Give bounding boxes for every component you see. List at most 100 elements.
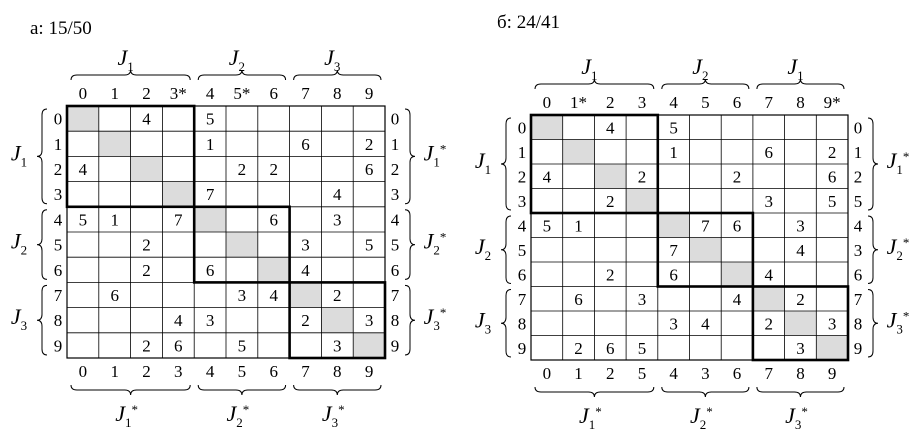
row-index-left: 7 [54, 286, 63, 305]
column-index-top: 6 [733, 93, 742, 112]
column-index-top: 7 [765, 93, 774, 112]
cell-value: 6 [269, 210, 278, 229]
diagonal-block-outline [751, 285, 850, 362]
diagonal-block-outline [288, 281, 387, 360]
cell-value: 2 [796, 290, 805, 309]
row-index-right: 3 [391, 185, 400, 204]
row-index-left: 6 [54, 261, 63, 280]
group-label-right: J3* [424, 304, 447, 333]
row-index-left: 4 [54, 210, 63, 229]
cell-value: 2 [606, 265, 615, 284]
cell-value: 5 [638, 339, 647, 358]
diagonal-cell [784, 311, 817, 336]
cell-value: 2 [238, 160, 247, 179]
row-index-left: 3 [518, 192, 527, 211]
column-index-bottom: 0 [543, 364, 552, 383]
column-index-top: 0 [543, 93, 552, 112]
column-index-bottom: 3 [701, 364, 710, 383]
row-index-left: 7 [518, 290, 527, 309]
row-index-left: 3 [54, 185, 63, 204]
group-label-bottom: J2* [227, 401, 250, 430]
cell-value: 6 [301, 135, 310, 154]
panel-a-title: а: 15/50 [30, 18, 92, 39]
row-index-right: 2 [391, 160, 400, 179]
diagonal-cell [98, 131, 131, 157]
cell-value: 3 [238, 286, 247, 305]
group-label-bottom: J3* [322, 401, 345, 430]
row-index-left: 2 [54, 160, 63, 179]
column-index-bottom: 8 [796, 364, 805, 383]
diagonal-cell [626, 188, 658, 213]
row-index-left: 2 [518, 167, 527, 186]
cell-value: 2 [733, 167, 742, 186]
row-index-right: 3 [854, 241, 863, 260]
cell-value: 1 [206, 135, 215, 154]
group-label-left: J2 [475, 234, 491, 263]
row-index-left: 0 [518, 118, 527, 137]
diagonal-cell [752, 286, 785, 311]
cell-value: 2 [606, 192, 615, 211]
cell-value: 4 [269, 286, 278, 305]
cell-value: 2 [765, 314, 774, 333]
cell-value: 1 [669, 143, 678, 162]
cell-value: 6 [574, 290, 583, 309]
column-index-bottom: 2 [606, 364, 615, 383]
group-brace-top [756, 78, 845, 90]
row-index-left: 6 [518, 265, 527, 284]
cell-value: 2 [365, 135, 374, 154]
cell-value: 3 [206, 311, 215, 330]
row-index-right: 8 [854, 314, 863, 333]
column-index-bottom: 4 [206, 362, 215, 381]
cell-value: 5 [669, 118, 678, 137]
cell-value: 1 [110, 210, 119, 229]
row-index-right: 4 [854, 216, 863, 235]
diagonal-block-outline [529, 113, 660, 215]
cell-value: 3 [669, 314, 678, 333]
column-index-bottom: 5 [638, 364, 647, 383]
diagonal-cell [257, 257, 290, 283]
column-index-top: 4 [669, 93, 678, 112]
cell-value: 5 [828, 192, 837, 211]
group-brace-right [404, 209, 416, 280]
group-label-bottom: J1* [115, 401, 138, 430]
row-index-left: 8 [54, 311, 63, 330]
group-label-left: J1 [11, 140, 27, 169]
row-index-right: 0 [391, 110, 400, 129]
column-index-bottom: 5 [238, 362, 247, 381]
group-brace-right [404, 108, 416, 205]
group-brace-left [500, 117, 512, 211]
group-brace-top [197, 69, 287, 81]
diagonal-cell [594, 164, 627, 189]
row-index-right: 7 [391, 286, 400, 305]
cell-value: 2 [828, 143, 837, 162]
column-index-bottom: 8 [333, 362, 342, 381]
cell-value: 7 [206, 185, 215, 204]
group-label-right: J2* [887, 234, 910, 263]
cell-value: 3 [796, 339, 805, 358]
column-index-top: 2 [606, 93, 615, 112]
group-label-top: J1 [787, 54, 803, 83]
cell-value: 6 [765, 143, 774, 162]
group-brace-top [661, 78, 750, 90]
cell-value: 2 [269, 160, 278, 179]
cell-value: 4 [606, 118, 615, 137]
group-brace-left [36, 108, 48, 205]
panel-b-title: б: 24/41 [497, 12, 560, 33]
cell-value: 3 [828, 314, 837, 333]
group-label-bottom: J1* [579, 403, 602, 432]
row-index-right: 4 [391, 210, 400, 229]
cell-value: 3 [796, 216, 805, 235]
cell-value: 4 [333, 185, 342, 204]
cell-value: 4 [796, 241, 805, 260]
group-label-right: J2* [424, 229, 447, 258]
group-brace-bottom [534, 386, 655, 398]
column-index-top: 5* [233, 84, 250, 103]
column-index-bottom: 3 [174, 362, 183, 381]
diagonal-cell [353, 332, 385, 358]
diagonal-cell [562, 139, 595, 164]
group-label-left: J2 [11, 229, 27, 258]
cell-value: 7 [669, 241, 678, 260]
column-index-top: 0 [79, 84, 88, 103]
group-label-top: J3 [324, 45, 340, 74]
cell-value: 3 [365, 311, 374, 330]
